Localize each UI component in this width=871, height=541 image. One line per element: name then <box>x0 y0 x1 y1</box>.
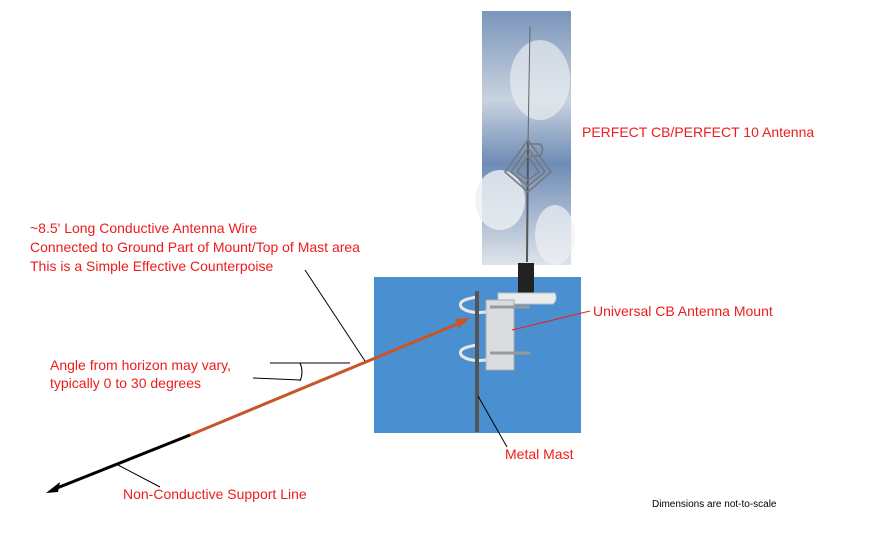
support-line-label: Non-Conductive Support Line <box>123 486 307 502</box>
antenna-label: PERFECT CB/PERFECT 10 Antenna <box>582 124 815 140</box>
mount-photo <box>374 263 581 433</box>
support-line <box>51 433 191 492</box>
angle-indicator <box>252 362 350 382</box>
antenna-photo <box>475 11 575 265</box>
antenna-wire <box>189 320 463 437</box>
wire-label-line2: Connected to Ground Part of Mount/Top of… <box>30 239 360 255</box>
wire-label-line1: ~8.5' Long Conductive Antenna Wire <box>30 220 258 236</box>
scale-note: Dimensions are not-to-scale <box>652 499 777 510</box>
wire-leader <box>304 269 366 362</box>
mount-leader <box>511 310 591 331</box>
spiral-coil <box>503 138 553 193</box>
wire-label-line3: This is a Simple Effective Counterpoise <box>30 258 274 274</box>
mount-label: Universal CB Antenna Mount <box>593 303 773 319</box>
mast-leader <box>477 395 508 448</box>
angle-label-line1: Angle from horizon may vary, <box>50 357 232 373</box>
wire-arrowhead <box>455 318 470 328</box>
support-arrowhead <box>46 482 60 493</box>
mast-label: Metal Mast <box>505 446 574 462</box>
support-leader <box>117 464 161 488</box>
angle-label-line2: typically 0 to 30 degrees <box>50 375 201 391</box>
